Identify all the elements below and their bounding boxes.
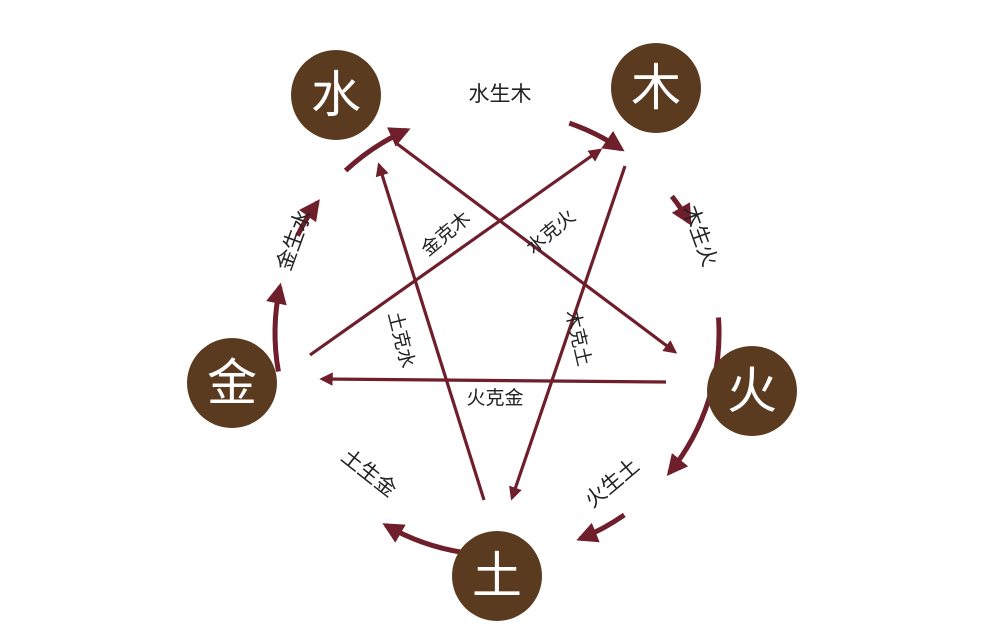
- label-metal-controls-wood: 金克木: [417, 207, 475, 261]
- arc-metal-to-water-a: [266, 282, 287, 372]
- arc-fire-to-earth: [576, 512, 626, 543]
- arrow-metal-controls-wood: [309, 148, 603, 357]
- label-water-generates-wood: 水生木: [469, 82, 532, 106]
- label-earth-controls-water: 土克水: [383, 310, 418, 371]
- node-water-label: 水: [311, 66, 361, 124]
- node-fire: 火: [707, 346, 797, 436]
- node-fire-label: 火: [727, 362, 777, 420]
- element-nodes: 水 木 火 土 金: [187, 43, 797, 621]
- node-earth-label: 土: [472, 547, 522, 605]
- arc-earth-to-metal-a: [382, 523, 463, 555]
- arc-water-to-wood-a: [343, 127, 411, 173]
- label-wood-generates-fire: 木生火: [678, 202, 722, 269]
- arrow-earth-controls-water: [375, 162, 486, 501]
- arc-wood-to-fire-a: [669, 194, 692, 226]
- node-earth: 土: [452, 531, 542, 621]
- arrow-water-controls-fire: [395, 141, 678, 354]
- node-metal: 金: [187, 338, 277, 428]
- arrow-wood-controls-earth: [509, 165, 627, 501]
- node-water: 水: [291, 50, 381, 140]
- generating-cycle-arcs: [266, 120, 722, 555]
- generating-labels: 水生木 木生火 火生土 土生金 金生水: [272, 82, 722, 512]
- arc-water-to-wood-b: [568, 120, 625, 152]
- arc-metal-to-water-b: [295, 199, 320, 237]
- node-metal-label: 金: [207, 354, 257, 412]
- label-water-controls-fire: 水克火: [522, 205, 580, 259]
- label-fire-controls-metal: 火克金: [466, 387, 523, 409]
- node-wood: 木: [611, 43, 701, 133]
- label-earth-generates-metal: 土生金: [337, 444, 401, 502]
- arrow-fire-controls-metal: [319, 372, 667, 386]
- label-fire-generates-earth: 火生土: [580, 454, 644, 513]
- label-metal-generates-water: 金生水: [272, 206, 316, 273]
- controlling-cycle-arrows: [309, 141, 678, 501]
- node-wood-label: 木: [631, 59, 681, 117]
